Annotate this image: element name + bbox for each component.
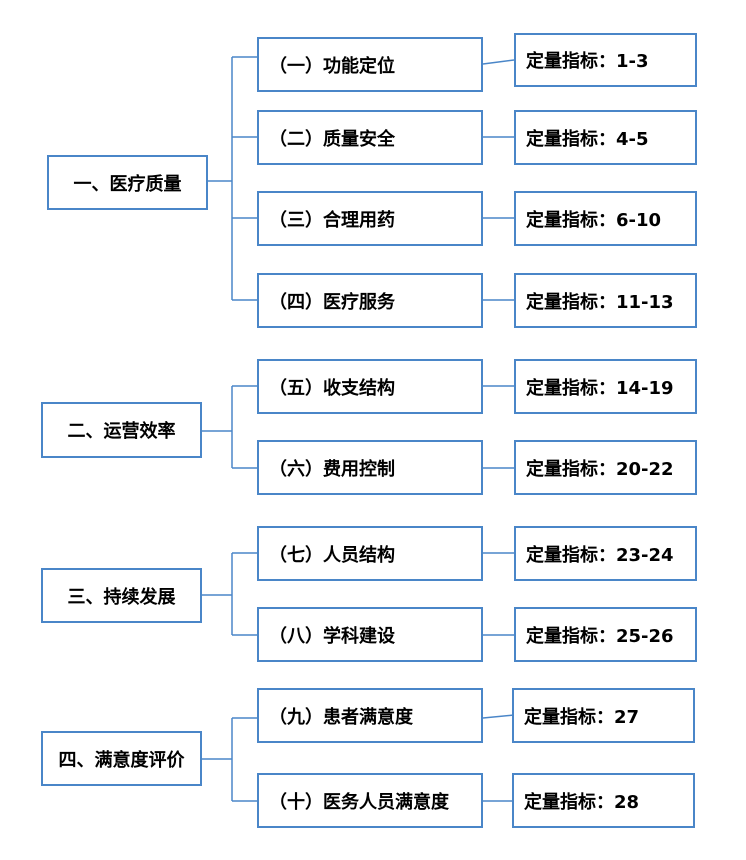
indicator-box: 定量指标：4-5 bbox=[514, 110, 697, 165]
subcategory-box: （十）医务人员满意度 bbox=[257, 773, 483, 828]
subcategory-box: （六）费用控制 bbox=[257, 440, 483, 495]
subcategory-box: （一）功能定位 bbox=[257, 37, 483, 92]
subcategory-box: （五）收支结构 bbox=[257, 359, 483, 414]
category-box: 四、满意度评价 bbox=[41, 731, 202, 786]
category-box: 三、持续发展 bbox=[41, 568, 202, 623]
category-box: 二、运营效率 bbox=[41, 402, 202, 458]
subcategory-box: （九）患者满意度 bbox=[257, 688, 483, 743]
indicator-box: 定量指标：25-26 bbox=[514, 607, 697, 662]
indicator-box: 定量指标：1-3 bbox=[514, 33, 697, 87]
indicator-box: 定量指标：14-19 bbox=[514, 359, 697, 414]
subcategory-box: （二）质量安全 bbox=[257, 110, 483, 165]
indicator-box: 定量指标：27 bbox=[512, 688, 695, 743]
indicator-box: 定量指标：23-24 bbox=[514, 526, 697, 581]
subcategory-box: （七）人员结构 bbox=[257, 526, 483, 581]
indicator-box: 定量指标：28 bbox=[512, 773, 695, 828]
subcategory-box: （八）学科建设 bbox=[257, 607, 483, 662]
subcategory-box: （四）医疗服务 bbox=[257, 273, 483, 328]
subcategory-box: （三）合理用药 bbox=[257, 191, 483, 246]
indicator-box: 定量指标：20-22 bbox=[514, 440, 697, 495]
category-box: 一、医疗质量 bbox=[47, 155, 208, 210]
indicator-box: 定量指标：11-13 bbox=[514, 273, 697, 328]
indicator-box: 定量指标：6-10 bbox=[514, 191, 697, 246]
